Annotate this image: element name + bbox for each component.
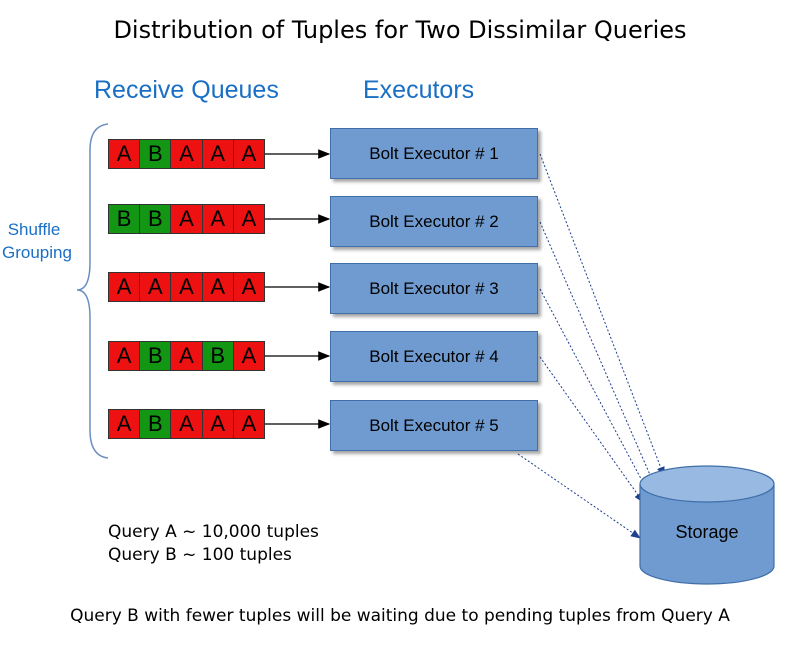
tuple-a: A (233, 410, 265, 438)
receive-queues-header: Receive Queues (94, 76, 279, 104)
tuple-a: A (171, 342, 203, 370)
shuffle-grouping-line-1: Shuffle (7, 220, 61, 239)
executor-to-storage-arrow-2 (539, 221, 655, 485)
tuple-b: B (202, 342, 234, 370)
bolt-executor-5: Bolt Executor # 5 (330, 400, 538, 451)
tuple-a: A (202, 140, 234, 168)
tuple-b: B (140, 410, 172, 438)
tuple-a: A (171, 273, 203, 301)
bolt-executor-3: Bolt Executor # 3 (330, 263, 538, 314)
tuple-a: A (171, 205, 203, 233)
executor-to-storage-arrow-3 (539, 288, 649, 493)
tuple-a: A (140, 273, 172, 301)
executor-to-storage-arrow-4 (539, 356, 644, 503)
diagram-title: Distribution of Tuples for Two Dissimila… (113, 16, 687, 44)
tuple-b: B (140, 140, 172, 168)
tuple-b: B (140, 342, 172, 370)
tuple-a: A (109, 140, 141, 168)
tuple-a: A (233, 342, 265, 370)
grouping-brace (76, 123, 109, 459)
tuple-a: A (202, 410, 234, 438)
footer-caption: Query B with fewer tuples will be waitin… (70, 606, 730, 626)
tuple-a: A (233, 140, 265, 168)
executor-to-storage-arrow-5 (517, 453, 641, 539)
note-query-b: Query B ~ 100 tuples (108, 545, 292, 565)
tuple-a: A (233, 205, 265, 233)
tuple-a: A (109, 342, 141, 370)
bolt-executor-4: Bolt Executor # 4 (330, 331, 538, 382)
tuple-a: A (171, 410, 203, 438)
tuple-a: A (233, 273, 265, 301)
storage-label: Storage (675, 522, 739, 542)
note-query-a: Query A ~ 10,000 tuples (108, 522, 319, 542)
bolt-executor-1: Bolt Executor # 1 (330, 128, 538, 179)
bolt-executor-2: Bolt Executor # 2 (330, 196, 538, 247)
executors-header: Executors (363, 76, 475, 104)
tuple-b: B (109, 205, 141, 233)
tuple-a: A (202, 205, 234, 233)
tuple-a: A (109, 410, 141, 438)
tuple-a: A (171, 140, 203, 168)
storage-cylinder (639, 465, 775, 585)
tuple-a: A (109, 273, 141, 301)
tuple-a: A (202, 273, 234, 301)
tuple-b: B (140, 205, 172, 233)
executor-to-storage-arrow-1 (539, 153, 665, 477)
shuffle-grouping-line-2: Grouping (2, 243, 72, 262)
